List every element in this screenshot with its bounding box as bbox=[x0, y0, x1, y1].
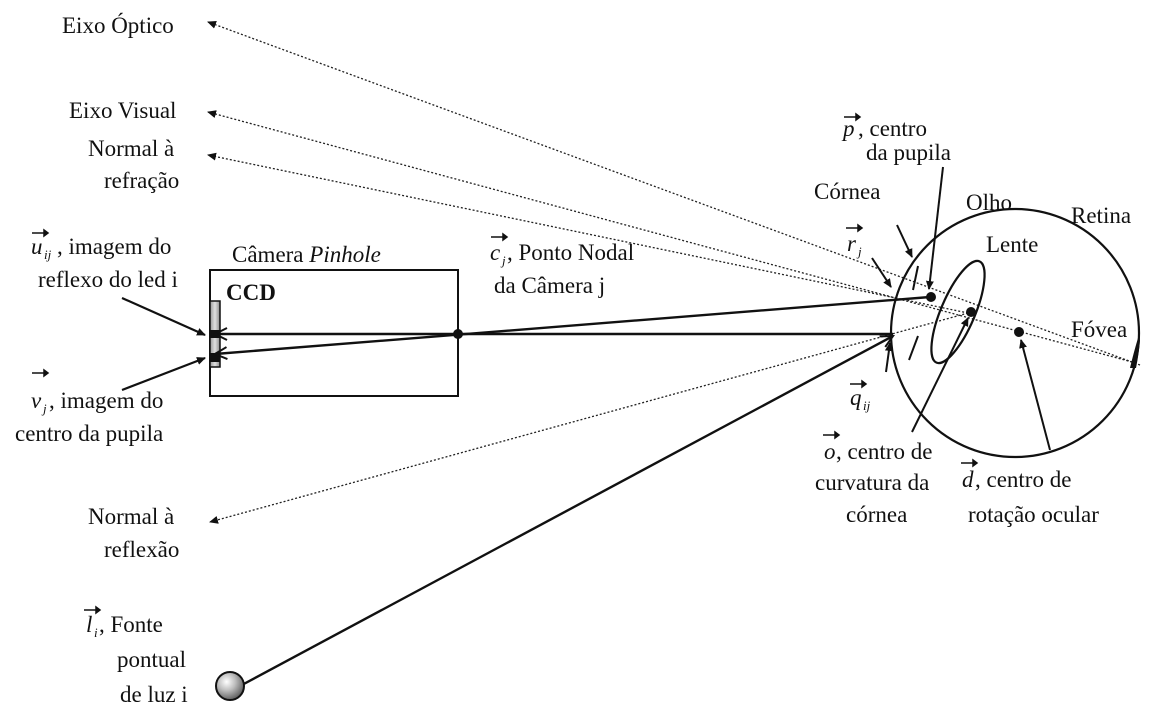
o-label-3: córnea bbox=[846, 502, 907, 527]
refraction-normal-line bbox=[207, 152, 969, 314]
c-symbol: c bbox=[490, 240, 500, 265]
o-symbol: o bbox=[824, 439, 836, 464]
r-pointer bbox=[871, 257, 892, 288]
cornea-label: Córnea bbox=[814, 179, 880, 204]
v-label-2: centro da pupila bbox=[15, 421, 163, 446]
c-subscript: j bbox=[500, 253, 506, 268]
visual-axis-label: Eixo Visual bbox=[69, 98, 176, 123]
lens bbox=[930, 259, 986, 365]
q-subscript: ij bbox=[863, 398, 871, 413]
cornea-pointer bbox=[896, 224, 913, 258]
reflection-normal-label-1: Normal à bbox=[88, 504, 174, 529]
nodal-point bbox=[453, 329, 463, 339]
d-label-1: , centro de bbox=[975, 467, 1071, 492]
lens-label: Lente bbox=[986, 232, 1038, 257]
l-label-2: pontual bbox=[117, 647, 186, 672]
o-label-2: curvatura da bbox=[815, 470, 929, 495]
optical-axis-line bbox=[207, 21, 1141, 366]
refraction-normal-label-1: Normal à bbox=[88, 136, 174, 161]
v-symbol: v bbox=[31, 388, 42, 413]
p-pointer bbox=[925, 166, 944, 290]
l-symbol: l bbox=[86, 612, 92, 637]
p-symbol: p bbox=[841, 116, 855, 141]
rotation-center-point bbox=[1014, 327, 1024, 337]
led-light-source bbox=[215, 671, 245, 701]
q-symbol: q bbox=[850, 385, 862, 410]
p-label-2: da pupila bbox=[866, 140, 951, 165]
u-symbol: u bbox=[31, 234, 43, 259]
u-label-2: reflexo do led i bbox=[38, 267, 178, 292]
o-pointer bbox=[911, 317, 969, 433]
d-label-2: rotação ocular bbox=[968, 502, 1099, 527]
reflection-normal-line bbox=[209, 312, 969, 524]
reflection-normal-label-2: reflexão bbox=[104, 537, 179, 562]
p-label-1: , centro bbox=[858, 116, 927, 141]
eye-label: Olho bbox=[966, 190, 1012, 215]
c-label-2: da Câmera j bbox=[494, 273, 605, 298]
u-label-1: , imagem do bbox=[57, 234, 171, 259]
visual-axis-line bbox=[207, 110, 1133, 363]
camera-label: Câmera Pinhole bbox=[232, 242, 381, 267]
v-label-1: , imagem do bbox=[49, 388, 163, 413]
optical-axis-label: Eixo Óptico bbox=[62, 12, 174, 38]
fovea-label: Fóvea bbox=[1071, 317, 1127, 342]
ccd-label: CCD bbox=[226, 280, 276, 305]
v-subscript: j bbox=[41, 401, 47, 416]
v-pointer bbox=[121, 356, 206, 392]
ray-led-to-cornea bbox=[239, 334, 895, 688]
cornea-center-point bbox=[966, 307, 976, 317]
d-pointer bbox=[1019, 339, 1051, 451]
refraction-normal-label-2: refração bbox=[104, 168, 179, 193]
o-label-1: , centro de bbox=[836, 439, 932, 464]
r-symbol: r bbox=[847, 231, 857, 256]
pupil-center-point bbox=[926, 292, 936, 302]
retina-label: Retina bbox=[1071, 203, 1131, 228]
u-pointer bbox=[121, 296, 206, 337]
r-subscript: j bbox=[856, 244, 862, 259]
fovea-mark bbox=[1130, 338, 1140, 368]
l-label-1: , Fonte bbox=[99, 612, 163, 637]
l-label-3: de luz i bbox=[120, 682, 188, 707]
u-subscript: ij bbox=[44, 247, 52, 262]
d-symbol: d bbox=[962, 467, 974, 492]
eyeball bbox=[889, 207, 1141, 459]
c-label-1: , Ponto Nodal bbox=[507, 240, 634, 265]
l-subscript: i bbox=[94, 625, 98, 640]
q-pointer bbox=[884, 342, 893, 373]
ray-pupil-to-ccd bbox=[212, 295, 931, 360]
